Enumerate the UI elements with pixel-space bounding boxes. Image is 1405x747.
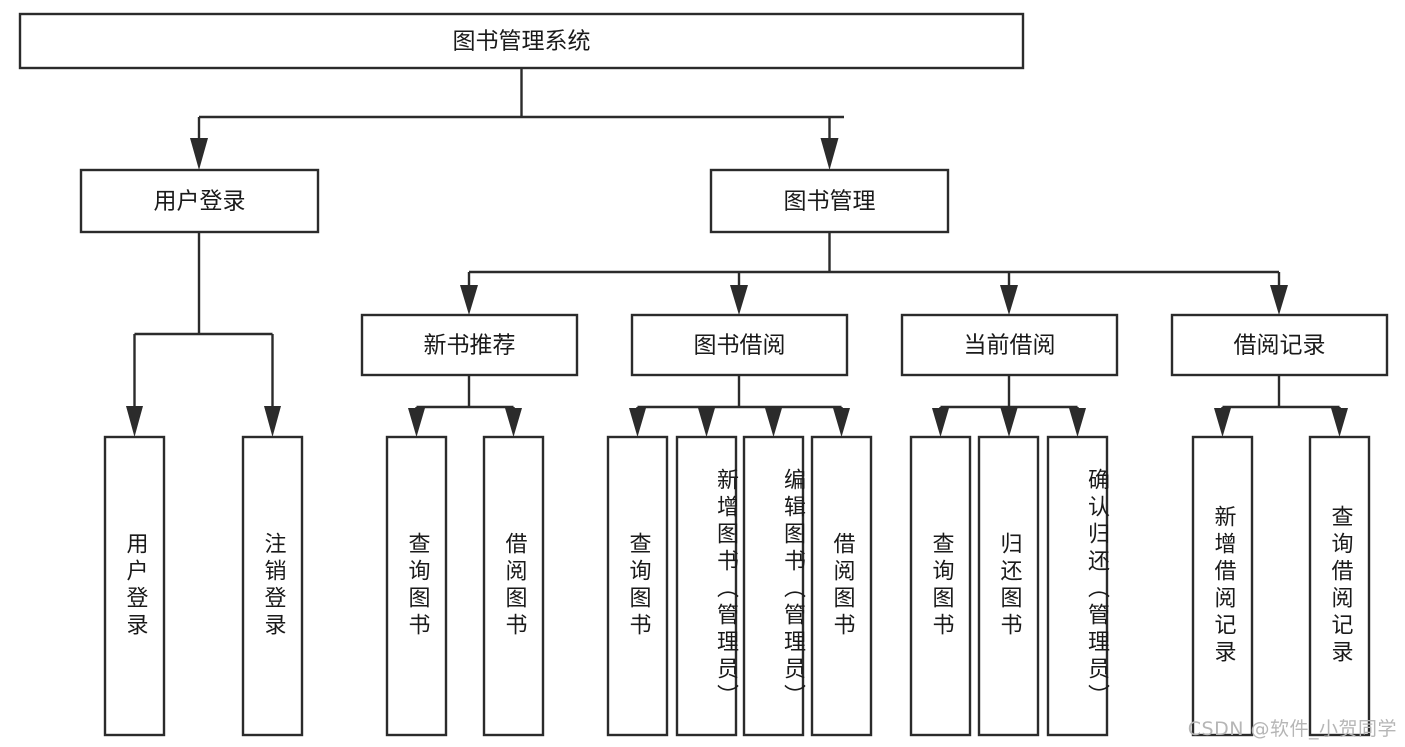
arrow-leaf-user-logout bbox=[264, 406, 281, 437]
leaf-return-book-box[interactable] bbox=[977, 435, 1040, 737]
leaf-query-book-1-box[interactable] bbox=[385, 435, 448, 737]
node-current-borrow-box[interactable] bbox=[900, 313, 1119, 377]
leaf-boxes bbox=[103, 435, 1371, 737]
node-borrow-record-label: 借阅记录 bbox=[1234, 333, 1326, 359]
node-book-borrow[interactable]: 图书借阅 bbox=[630, 313, 849, 377]
csdn-watermark: CSDN @软件_小贺同学 bbox=[1187, 718, 1397, 740]
leaf-borrow-book-1-box[interactable] bbox=[482, 435, 545, 737]
arrow-current-borrow bbox=[1000, 285, 1018, 315]
leaf-query-book-3-box[interactable] bbox=[909, 435, 972, 737]
arrow-leaf-query-book-3 bbox=[932, 408, 949, 437]
leaf-user-login-box[interactable] bbox=[103, 435, 166, 737]
arrow-leaf-query-book-2 bbox=[629, 408, 646, 437]
leaf-add-book-box[interactable] bbox=[675, 435, 738, 737]
node-book-manage-label: 图书管理 bbox=[784, 189, 876, 215]
arrow-leaf-edit-book bbox=[765, 408, 782, 437]
leaf-query-book-2-box[interactable] bbox=[606, 435, 669, 737]
node-user-login-label: 用户登录 bbox=[154, 189, 246, 215]
node-root[interactable]: 图书管理系统 bbox=[18, 12, 1025, 70]
leaf-confirm-return-box[interactable] bbox=[1046, 435, 1109, 737]
connector-book-manage-to-level3 bbox=[460, 232, 1288, 315]
connector-borrow-record-to-leaves bbox=[1214, 375, 1348, 437]
arrow-leaf-user-login bbox=[126, 406, 143, 437]
node-current-borrow[interactable]: 当前借阅 bbox=[900, 313, 1119, 377]
arrow-leaf-query-book-1 bbox=[408, 408, 425, 437]
arrow-leaf-borrow-book-2 bbox=[833, 408, 850, 437]
node-root-box[interactable] bbox=[18, 12, 1025, 70]
node-book-manage[interactable]: 图书管理 bbox=[709, 168, 950, 234]
arrow-borrow-record bbox=[1270, 285, 1288, 315]
node-new-book-rec-box[interactable] bbox=[360, 313, 579, 377]
node-root-label: 图书管理系统 bbox=[453, 29, 591, 55]
node-user-login[interactable]: 用户登录 bbox=[79, 168, 320, 234]
arrow-new-book-rec bbox=[460, 285, 478, 315]
node-borrow-record[interactable]: 借阅记录 bbox=[1170, 313, 1389, 377]
leaf-query-record-box[interactable] bbox=[1308, 435, 1371, 737]
leaf-add-record-box[interactable] bbox=[1191, 435, 1254, 737]
arrow-leaf-confirm-return bbox=[1069, 408, 1086, 437]
node-book-borrow-label: 图书借阅 bbox=[694, 333, 786, 359]
node-borrow-record-box[interactable] bbox=[1170, 313, 1389, 377]
arrow-leaf-return-book bbox=[1000, 408, 1018, 437]
node-book-manage-box[interactable] bbox=[709, 168, 950, 234]
leaf-edit-book-box[interactable] bbox=[742, 435, 805, 737]
arrow-leaf-borrow-book-1 bbox=[505, 408, 522, 437]
leaf-user-logout-box[interactable] bbox=[241, 435, 304, 737]
arrow-book-borrow bbox=[730, 285, 748, 315]
node-current-borrow-label: 当前借阅 bbox=[964, 333, 1056, 359]
arrow-leaf-query-record bbox=[1331, 408, 1348, 437]
arrow-book-manage bbox=[820, 138, 839, 170]
node-new-book-rec-label: 新书推荐 bbox=[424, 333, 516, 359]
connector-user-login-to-leaves bbox=[126, 232, 281, 437]
node-user-login-box[interactable] bbox=[79, 168, 320, 234]
connector-new-book-rec-to-leaves bbox=[408, 375, 522, 437]
node-book-borrow-box[interactable] bbox=[630, 313, 849, 377]
connector-current-borrow-to-leaves bbox=[932, 375, 1086, 437]
leaf-borrow-book-2-box[interactable] bbox=[810, 435, 873, 737]
arrow-leaf-add-record bbox=[1214, 408, 1231, 437]
node-new-book-rec[interactable]: 新书推荐 bbox=[360, 313, 579, 377]
connector-book-borrow-to-leaves bbox=[629, 375, 850, 437]
arrow-leaf-add-book bbox=[698, 408, 715, 437]
arrow-user-login bbox=[190, 138, 208, 170]
connector-root-to-level2 bbox=[190, 68, 844, 170]
